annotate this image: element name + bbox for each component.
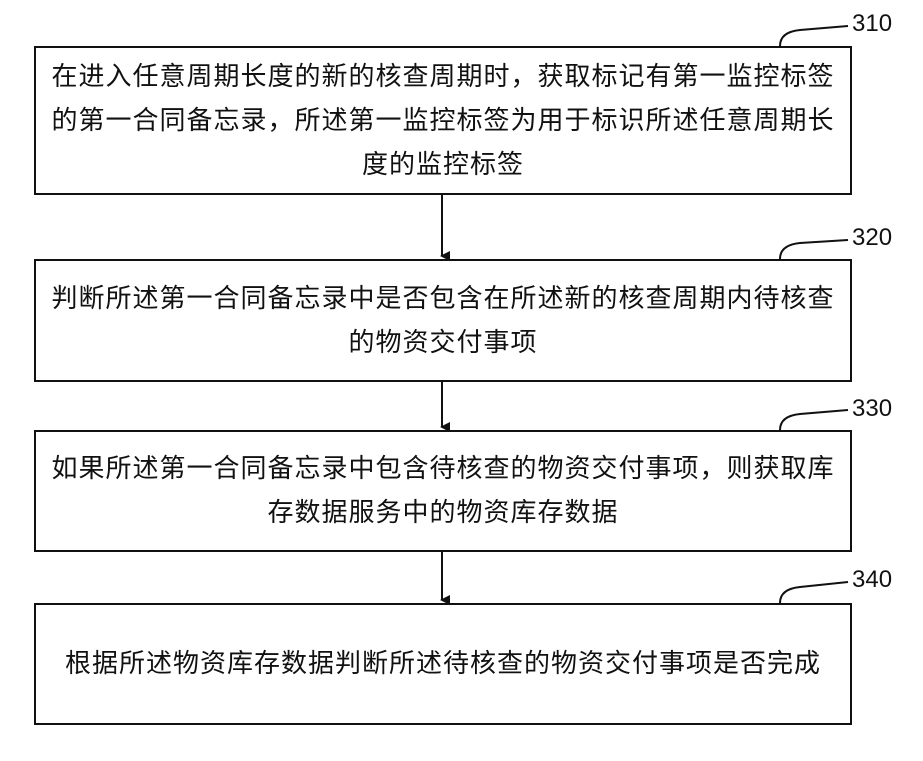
step-box-310: 在进入任意周期长度的新的核查周期时，获取标记有第一监控标签的第一合同备忘录，所述… bbox=[34, 46, 852, 195]
leader-line-330 bbox=[780, 410, 848, 430]
leader-line-340 bbox=[780, 582, 848, 603]
step-label-320: 320 bbox=[852, 224, 892, 252]
step-text-310: 在进入任意周期长度的新的核查周期时，获取标记有第一监控标签的第一合同备忘录，所述… bbox=[50, 55, 836, 187]
step-text-330: 如果所述第一合同备忘录中包含待核查的物资交付事项，则获取库存数据服务中的物资库存… bbox=[50, 447, 836, 535]
leader-line-310 bbox=[780, 26, 848, 46]
step-label-330: 330 bbox=[852, 395, 892, 423]
leader-line-320 bbox=[780, 240, 848, 259]
step-text-320: 判断所述第一合同备忘录中是否包含在所述新的核查周期内待核查的物资交付事项 bbox=[50, 277, 836, 365]
step-label-340: 340 bbox=[852, 566, 892, 594]
step-box-320: 判断所述第一合同备忘录中是否包含在所述新的核查周期内待核查的物资交付事项 bbox=[34, 259, 852, 382]
step-label-310: 310 bbox=[852, 10, 892, 38]
step-text-340: 根据所述物资库存数据判断所述待核查的物资交付事项是否完成 bbox=[50, 642, 836, 686]
step-box-330: 如果所述第一合同备忘录中包含待核查的物资交付事项，则获取库存数据服务中的物资库存… bbox=[34, 430, 852, 552]
step-box-340: 根据所述物资库存数据判断所述待核查的物资交付事项是否完成 bbox=[34, 603, 852, 725]
